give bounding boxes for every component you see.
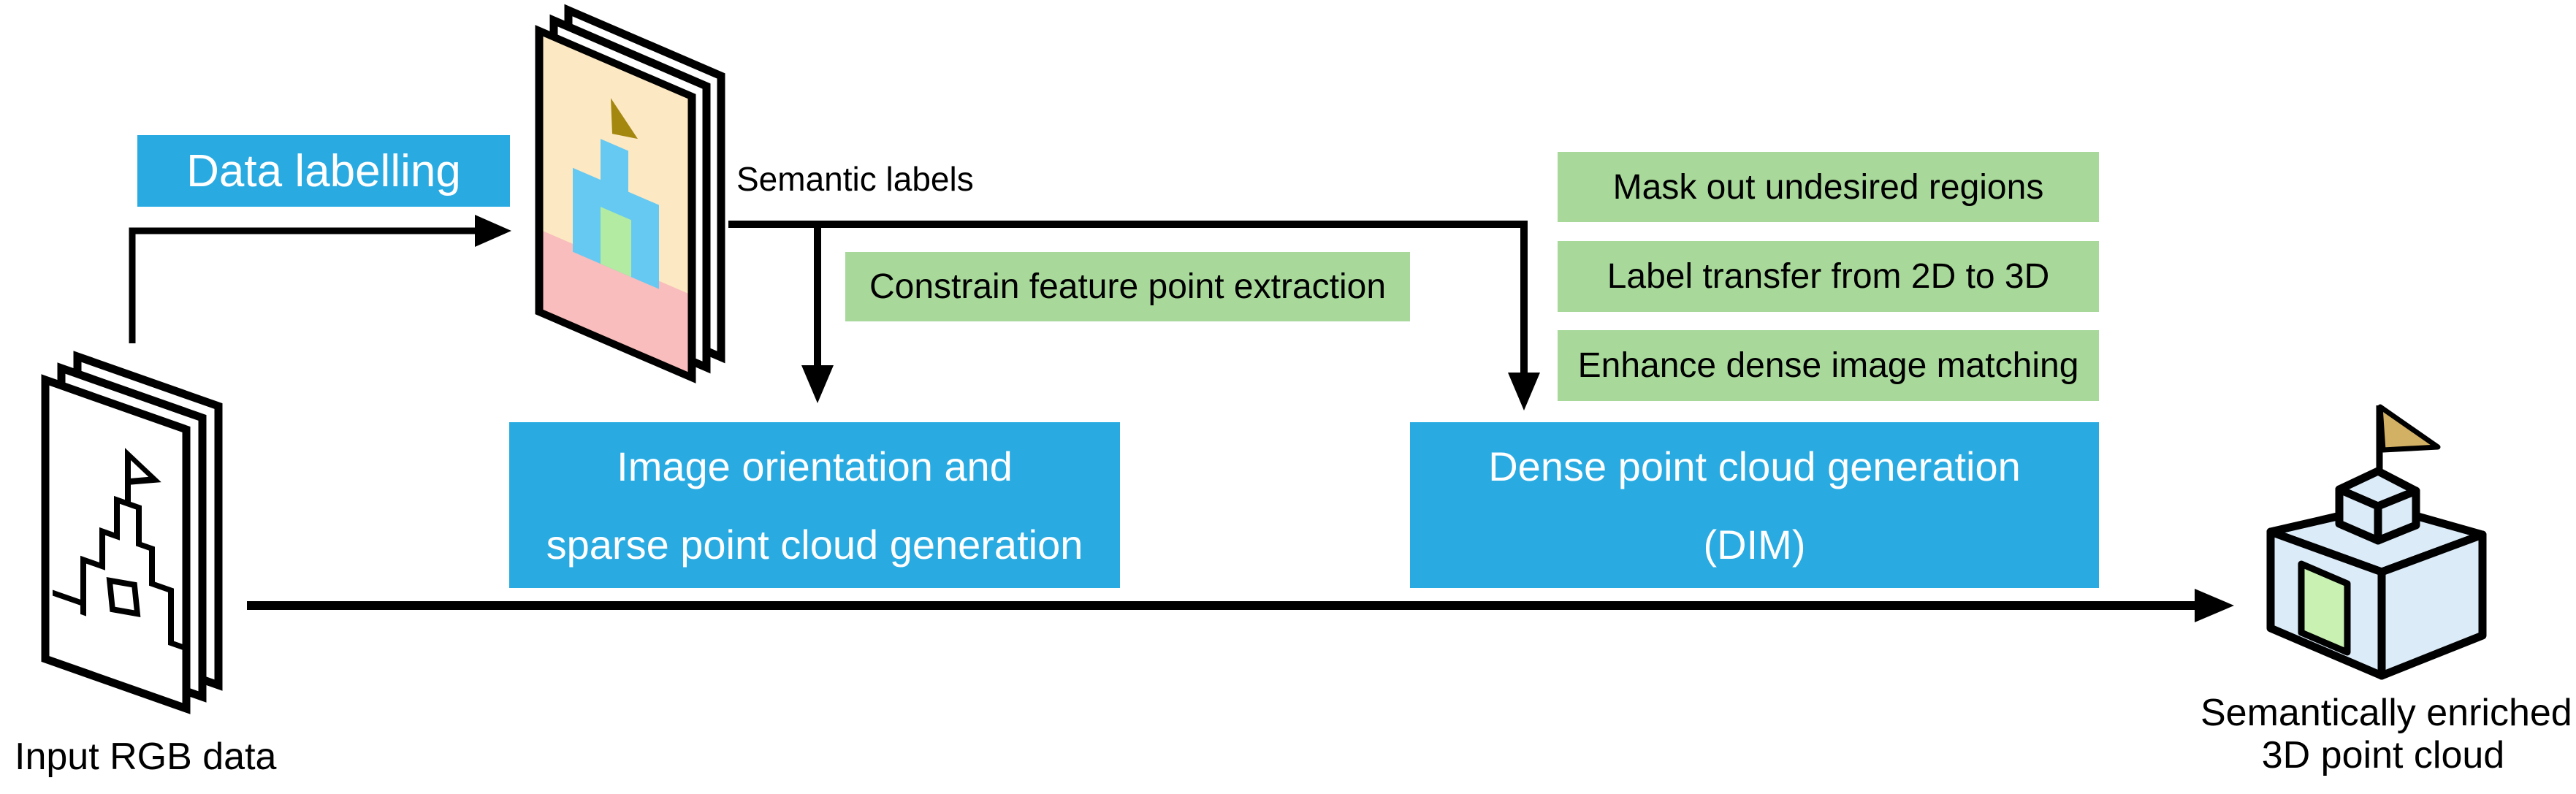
semantic-labels-text: Semantic labels <box>736 160 974 198</box>
labeled-photos-stack-icon <box>535 4 725 383</box>
output-caption-line2: 3D point cloud <box>2261 734 2505 776</box>
enhance-matching-box: Enhance dense image matching <box>1558 330 2099 401</box>
constrain-feature-box: Constrain feature point extraction <box>845 252 1410 321</box>
data-labelling-label: Data labelling <box>186 145 461 196</box>
output-cloud-caption: Semantically enriched 3D point cloud <box>2200 692 2572 776</box>
label-transfer-label: Label transfer from 2D to 3D <box>1607 257 2050 296</box>
semantic-labels-caption: Semantic labels <box>736 159 974 199</box>
image-orientation-line2: sparse point cloud generation <box>546 521 1083 568</box>
label-transfer-box: Label transfer from 2D to 3D <box>1558 241 2099 312</box>
output-caption-line1: Semantically enriched <box>2200 692 2572 734</box>
constrain-feature-label: Constrain feature point extraction <box>869 267 1387 306</box>
data-labelling-box: Data labelling <box>137 135 510 207</box>
input-rgb-caption: Input RGB data <box>15 735 276 779</box>
semantic-3d-cube-icon <box>2266 404 2487 680</box>
dense-point-cloud-line1: Dense point cloud generation <box>1488 443 2021 489</box>
enhance-matching-label: Enhance dense image matching <box>1577 346 2079 385</box>
image-orientation-box: Image orientation and sparse point cloud… <box>509 422 1120 588</box>
mask-regions-box: Mask out undesired regions <box>1558 152 2099 222</box>
input-rgb-text: Input RGB data <box>15 736 277 778</box>
mask-regions-label: Mask out undesired regions <box>1612 167 2044 207</box>
image-orientation-line1: Image orientation and <box>617 443 1013 489</box>
dense-point-cloud-box: Dense point cloud generation (DIM) <box>1410 422 2099 588</box>
stacked-rgb-photos-icon <box>41 351 223 714</box>
dense-point-cloud-line2: (DIM) <box>1703 521 1806 568</box>
